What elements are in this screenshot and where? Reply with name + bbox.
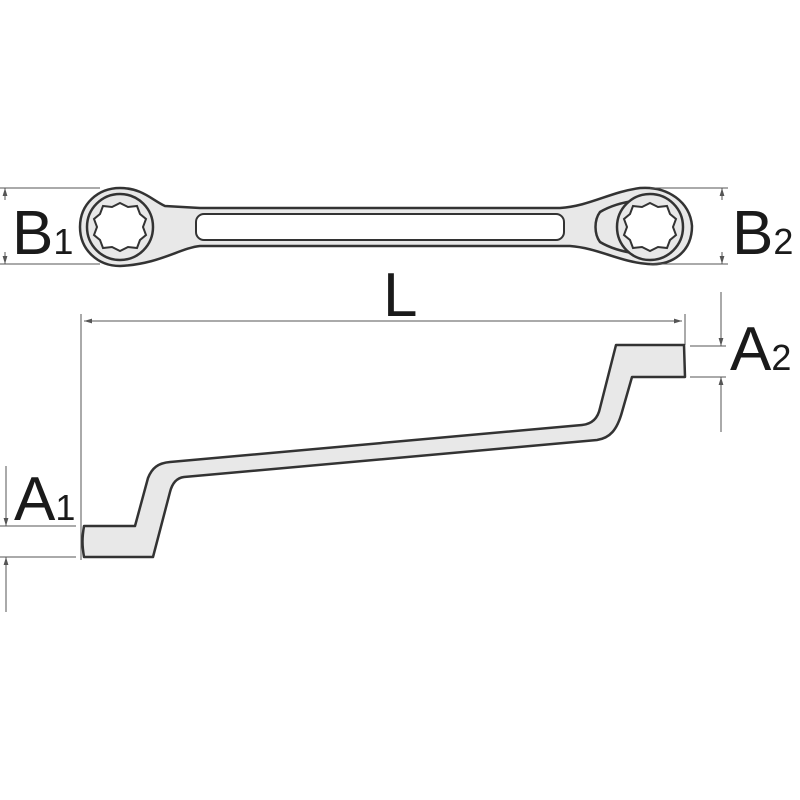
left-12-point-socket [92, 201, 148, 253]
svg-text:B2: B2 [732, 199, 793, 268]
a1-subscript: 1 [55, 487, 75, 528]
handle-slot [195, 213, 565, 241]
svg-text:A2: A2 [730, 315, 791, 384]
b1-subscript: 1 [53, 221, 73, 262]
wrench-top-view [78, 186, 694, 268]
dimension-a2: A2 [690, 292, 791, 432]
right-12-point-socket [622, 201, 678, 253]
dimension-b2: B2 [650, 187, 793, 268]
svg-text:B1: B1 [12, 199, 73, 268]
dimension-b1: B1 [0, 187, 100, 268]
a1-label: A [14, 465, 56, 534]
dimension-a1: A1 [0, 465, 76, 612]
svg-text:A1: A1 [14, 465, 75, 534]
b1-label: B [12, 199, 53, 268]
a2-subscript: 2 [771, 337, 791, 378]
b2-label: B [732, 199, 773, 268]
dimension-l: L [80, 261, 686, 560]
wrench-side-view [81, 343, 687, 559]
b2-subscript: 2 [773, 221, 793, 262]
l-label: L [383, 261, 417, 330]
a2-label: A [730, 315, 772, 384]
